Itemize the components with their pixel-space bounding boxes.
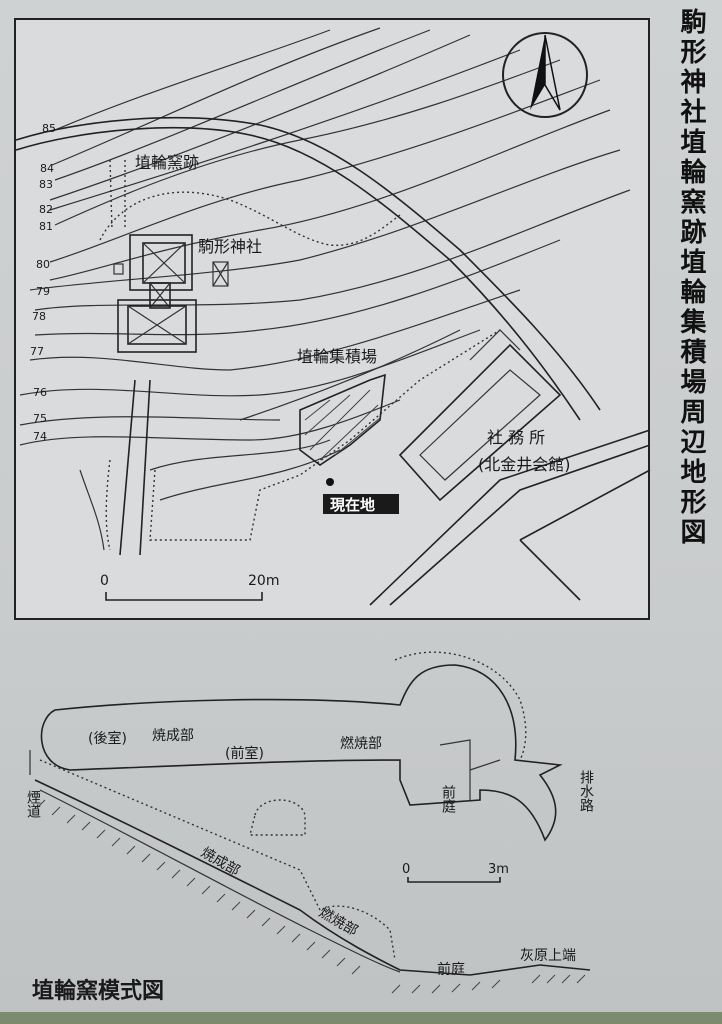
contour-label: 78 <box>32 310 46 323</box>
contour-labels: 85 84 83 82 81 80 79 78 77 76 75 74 <box>30 122 56 443</box>
front-chamber-label: (前室) <box>225 745 264 762</box>
road <box>15 117 651 606</box>
contour-label: 77 <box>30 345 44 358</box>
shrine-buildings <box>113 234 229 353</box>
kiln-labels: (後室) 焼成部 (前室) 燃焼部 前庭 排水路 煙道 焼成部 燃焼部 前庭 灰… <box>25 728 594 978</box>
north-arrow-icon <box>502 32 588 118</box>
contour-label: 79 <box>36 285 50 298</box>
svg-text:0: 0 <box>100 573 109 589</box>
collection-site-label: 埴輪集積場 <box>297 347 377 366</box>
office-buildings <box>398 329 562 502</box>
contour-label: 82 <box>39 203 53 216</box>
contour-label: 80 <box>36 258 50 271</box>
front-yard-label: 前庭 <box>440 784 456 814</box>
shrine-label: 駒形神社 <box>198 237 262 256</box>
ash-top-label: 灰原上端 <box>520 948 576 964</box>
contour-label: 75 <box>33 412 47 425</box>
kiln-diagram-title: 埴輪窯模式図 <box>32 978 164 1004</box>
current-location-badge <box>323 494 399 514</box>
office-label: 社 務 所 <box>487 428 545 447</box>
kiln-site-marker <box>109 159 126 231</box>
contour-label: 85 <box>42 122 56 135</box>
background-foliage <box>0 1012 722 1024</box>
firing-section-profile-label: 焼成部 <box>198 845 242 880</box>
kiln-site-label: 埴輪窯跡 <box>135 153 199 172</box>
stairway <box>119 379 151 556</box>
kiln-profile-view <box>29 750 591 994</box>
lower-boundary <box>105 329 501 551</box>
kiln-plan-view <box>40 651 563 842</box>
contour-label: 74 <box>33 430 47 443</box>
drain-label: 排水路 <box>578 770 594 812</box>
svg-text:3m: 3m <box>488 862 509 877</box>
combustion-section-profile-label: 燃焼部 <box>316 904 361 940</box>
contour-label: 83 <box>39 178 53 191</box>
front-yard-profile-label: 前庭 <box>437 961 465 978</box>
combustion-section-label: 燃焼部 <box>340 735 382 752</box>
contour-label: 84 <box>40 162 54 175</box>
current-location-label: 現在地 <box>330 496 375 514</box>
kiln-scale-bar: 0 3m <box>402 862 509 883</box>
contour-label: 81 <box>39 220 53 233</box>
svg-text:20m: 20m <box>248 573 279 589</box>
contour-lines <box>19 27 631 551</box>
map-scale-bar: 0 20m <box>100 573 279 601</box>
current-location-dot <box>326 478 334 486</box>
hall-label: (北金井会館) <box>478 455 571 474</box>
map-title: 駒形神社埴輪窯跡埴輪集積場周辺地形図 <box>676 8 706 548</box>
svg-text:0: 0 <box>402 862 410 877</box>
contour-label: 76 <box>33 386 47 399</box>
collection-site-area <box>299 373 386 466</box>
flue-label: 煙道 <box>25 790 41 819</box>
rear-chamber-label: (後室) <box>88 730 127 747</box>
firing-section-label: 焼成部 <box>152 728 194 744</box>
collection-site-hatch <box>304 389 381 461</box>
